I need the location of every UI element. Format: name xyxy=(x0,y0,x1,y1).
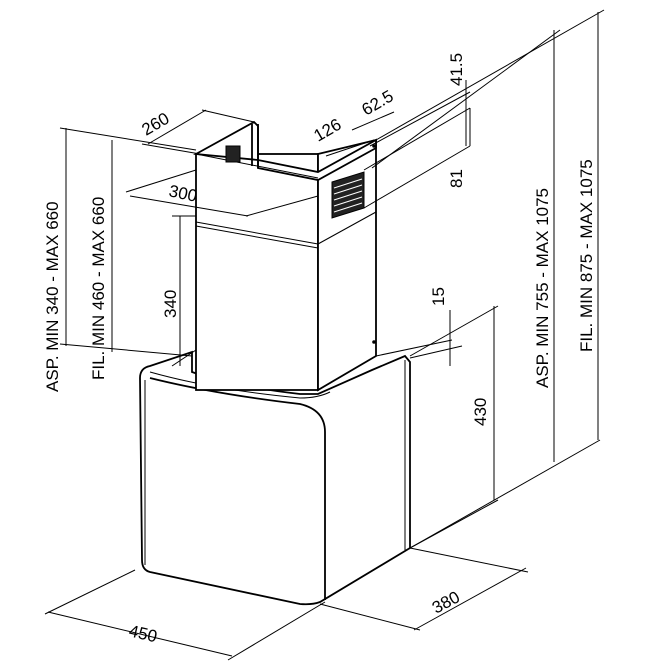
ext-300-left xyxy=(125,169,197,193)
hood-top-edge xyxy=(149,371,331,399)
ext-260-right xyxy=(201,109,255,123)
chimney-top-edge xyxy=(195,153,319,179)
ext-300-right xyxy=(245,195,319,217)
dimension-lines xyxy=(44,9,605,661)
ext-260-left xyxy=(141,143,201,155)
ext-upper-bottom xyxy=(59,343,193,357)
ext-upper-top xyxy=(59,127,197,151)
chimney-joint-front xyxy=(195,221,319,245)
chimney xyxy=(193,120,377,392)
label-62-5: 62.5 xyxy=(359,86,397,119)
label-450: 450 xyxy=(127,621,159,646)
chimney-front xyxy=(195,153,319,391)
label-asp-total: ASP. MIN 755 - MAX 1075 xyxy=(533,188,552,388)
ext-450-right xyxy=(227,601,326,661)
label-fil-total: FIL. MIN 875 - MAX 1075 xyxy=(577,159,596,352)
label-340: 340 xyxy=(161,290,180,318)
vent-grille-slots xyxy=(333,178,363,213)
ext-15-top xyxy=(375,339,453,357)
dim-line-380 xyxy=(413,567,527,631)
hood-body-outline xyxy=(139,350,411,606)
dim-line-300 xyxy=(129,195,249,217)
ext-450-left xyxy=(44,569,136,615)
label-260: 260 xyxy=(139,109,173,140)
label-300: 300 xyxy=(167,181,199,205)
label-asp-upper: ASP. MIN 340 - MAX 660 xyxy=(43,201,62,392)
label-430: 430 xyxy=(471,398,490,426)
chimney-screw-bottom xyxy=(372,340,376,344)
ext-340-bottom xyxy=(171,349,197,367)
ext-total-bottom xyxy=(409,439,601,549)
label-41-5: 41.5 xyxy=(447,53,466,86)
dim-line-450 xyxy=(47,611,233,657)
hood-body xyxy=(139,350,411,606)
vent-grille-rear xyxy=(225,145,241,163)
dim-line-62-5 xyxy=(351,111,395,131)
ext-15-bottom xyxy=(409,345,463,359)
ext-430-top xyxy=(409,305,499,357)
hood-front-edge xyxy=(149,377,326,600)
ext-81-bottom xyxy=(363,145,471,209)
label-380: 380 xyxy=(429,587,463,617)
dim-line-126 xyxy=(325,139,375,157)
ext-380-bottom xyxy=(319,603,421,631)
chimney-joint-side xyxy=(317,211,377,245)
ext-81-top xyxy=(363,107,471,171)
label-126: 126 xyxy=(311,115,345,146)
ext-total-top xyxy=(375,9,605,141)
label-81: 81 xyxy=(447,169,466,188)
ext-380-top xyxy=(409,547,529,573)
label-fil-upper: FIL. MIN 460 - MAX 660 xyxy=(89,197,108,380)
dim-line-260 xyxy=(147,109,207,145)
chimney-screw-top xyxy=(372,144,376,148)
label-15: 15 xyxy=(429,287,448,306)
chimney-joint-front-2 xyxy=(195,225,319,249)
ext-41-5 xyxy=(369,91,471,147)
chimney-top xyxy=(193,120,377,181)
